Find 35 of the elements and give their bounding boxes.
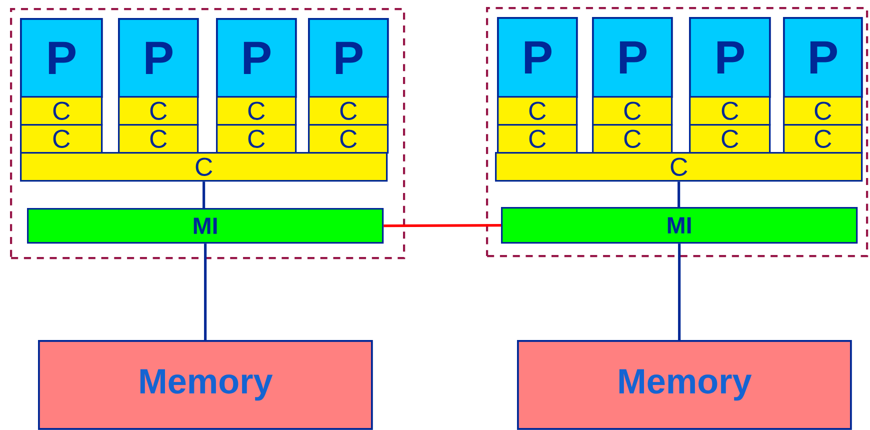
cache-box: C [783, 96, 863, 126]
processor-box: P [497, 17, 578, 98]
cache-box: C [216, 124, 297, 154]
connector-line [678, 182, 680, 207]
processor-box: P [308, 18, 389, 98]
processor-box: P [783, 17, 863, 98]
connector-line [678, 244, 681, 340]
memory-interface-bar: MI [501, 207, 858, 244]
cache-box: C [118, 124, 199, 154]
cache-box: C [20, 96, 103, 126]
cache-box: C [592, 124, 673, 154]
cache-box: C [592, 96, 673, 126]
connector-line [384, 224, 501, 228]
socket-frame [486, 7, 868, 258]
cache-box: C [118, 96, 199, 126]
cache-box: C [20, 124, 103, 154]
memory-box: Memory [517, 340, 852, 430]
cache-box: C [497, 96, 578, 126]
cache-box: C [308, 124, 389, 154]
connector-line [202, 182, 206, 208]
cache-box: C [216, 96, 297, 126]
socket-frame [10, 8, 406, 260]
processor-box: P [689, 17, 771, 98]
processor-box: P [118, 18, 199, 98]
cache-box: C [308, 96, 389, 126]
cache-box: C [689, 96, 771, 126]
connector-line [204, 244, 207, 340]
processor-box: P [216, 18, 297, 98]
cache-box: C [497, 124, 578, 154]
processor-box: P [592, 17, 673, 98]
memory-box: Memory [38, 340, 373, 430]
cache-box: C [783, 124, 863, 154]
memory-interface-bar: MI [27, 208, 384, 244]
processor-box: P [20, 18, 103, 98]
cache-box: C [689, 124, 771, 154]
